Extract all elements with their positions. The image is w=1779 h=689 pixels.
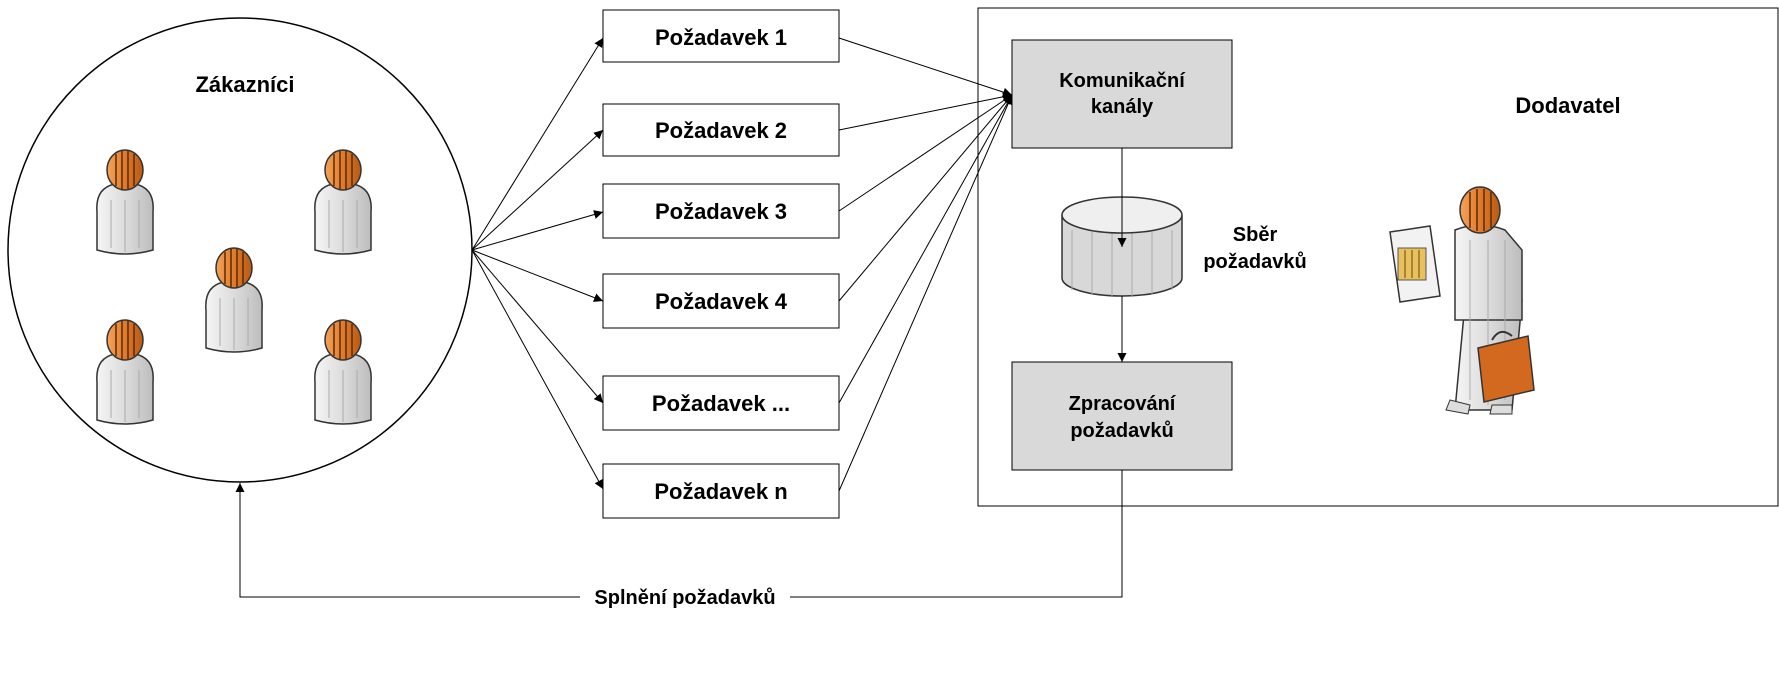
customers-group: Zákazníci <box>7 17 473 483</box>
customers-title: Zákazníci <box>195 72 294 97</box>
fulfillment-line-left <box>235 483 580 598</box>
request-label-2: Požadavek 2 <box>655 118 787 143</box>
processing-label-line1: Zpracování <box>1069 393 1177 415</box>
line-request-4-to-channels <box>838 94 1013 302</box>
supplier-group: Dodavatel Komunikační kanály Sběr požada… <box>977 7 1779 507</box>
arrow-to-request-n <box>471 249 604 490</box>
arrow-to-request-2 <box>471 129 604 251</box>
line-request-n-to-channels <box>838 94 1013 492</box>
request-label-1: Požadavek 1 <box>655 25 787 50</box>
channels-label-line1: Komunikační <box>1059 70 1186 92</box>
channel-arrows <box>838 37 1013 492</box>
supplier-title: Dodavatel <box>1515 93 1620 118</box>
fulfillment-line-right <box>790 470 1123 598</box>
supplier-person-icon <box>1389 186 1535 415</box>
request-box-5 <box>602 375 840 431</box>
customer-person-icon <box>314 149 372 255</box>
request-box-n <box>602 463 840 519</box>
request-boxes: Požadavek 1 Požadavek 2 Požadavek 3 Poža… <box>602 9 840 519</box>
request-box-3 <box>602 183 840 239</box>
arrow-to-request-5 <box>471 249 604 404</box>
collection-label-line1: Sběr <box>1233 224 1278 246</box>
customer-person-icon <box>96 149 154 255</box>
customer-person-icon <box>314 319 372 425</box>
line-request-3-to-channels <box>838 94 1013 212</box>
line-request-2-to-channels <box>838 92 1013 131</box>
line-request-1-to-channels <box>838 37 1013 97</box>
arrow-to-request-3 <box>471 210 604 251</box>
customer-person-icon <box>96 319 154 425</box>
request-label-3: Požadavek 3 <box>655 199 787 224</box>
supplier-frame <box>977 7 1779 507</box>
arrow-to-request-1 <box>471 37 604 251</box>
request-arrows <box>471 37 604 490</box>
fulfillment-path: Splnění požadavků <box>235 470 1123 609</box>
channels-label-line2: kanály <box>1091 96 1154 118</box>
customer-person-icon <box>205 247 263 353</box>
processing-box <box>1011 361 1233 471</box>
request-label-5: Požadavek ... <box>652 391 790 416</box>
arrow-to-request-4 <box>471 249 604 302</box>
line-request-5-to-channels <box>838 94 1013 404</box>
request-label-n: Požadavek n <box>654 479 787 504</box>
request-box-1 <box>602 9 840 63</box>
fulfillment-label: Splnění požadavků <box>594 587 775 609</box>
processing-label-line2: požadavků <box>1070 420 1173 442</box>
request-box-4 <box>602 273 840 329</box>
database-icon <box>1061 196 1183 297</box>
collection-label-line2: požadavků <box>1203 251 1306 273</box>
channels-box <box>1011 39 1233 149</box>
request-label-4: Požadavek 4 <box>655 289 788 314</box>
